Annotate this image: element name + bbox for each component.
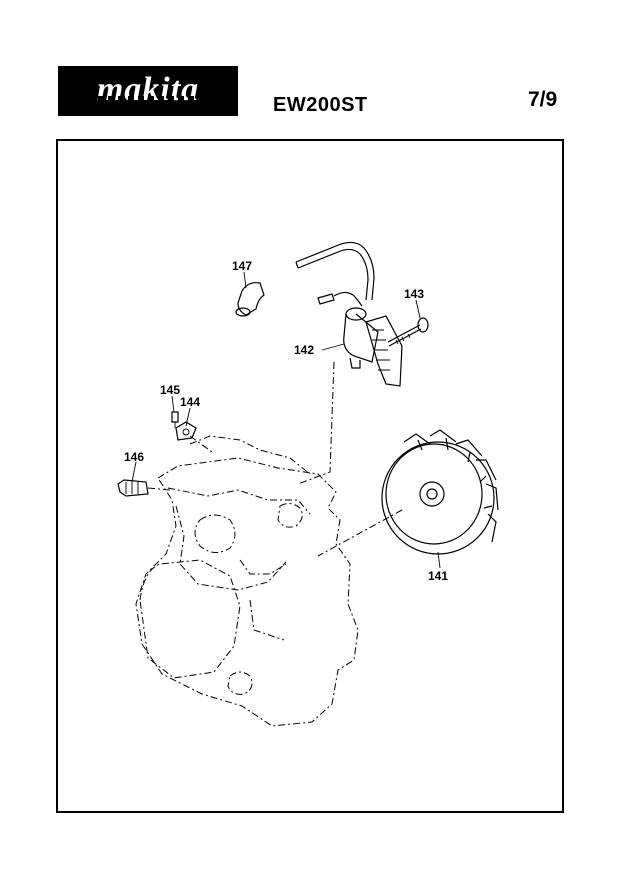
engine-block-outline [135, 435, 359, 727]
assembly-lines [147, 361, 403, 557]
bolt-143 [387, 317, 429, 347]
label-147: 147 [232, 259, 252, 273]
diagram-frame [56, 139, 564, 813]
screw-145 [171, 411, 179, 428]
label-144: 144 [180, 395, 200, 409]
label-146: 146 [124, 450, 144, 464]
part-labels: 147 142 143 145 144 146 141 [124, 259, 448, 583]
label-145: 145 [160, 383, 180, 397]
label-141: 141 [428, 569, 448, 583]
leader-lines [131, 271, 441, 569]
label-143: 143 [404, 287, 424, 301]
spark-plug-146 [117, 479, 149, 497]
flywheel-141 [381, 429, 499, 555]
model-number: EW200ST [273, 94, 368, 116]
ignition-coil-142 [317, 291, 403, 387]
spark-plug-cap-147 [235, 241, 375, 317]
bracket-144 [175, 421, 197, 441]
page-number: 7/9 [528, 88, 558, 111]
label-142: 142 [294, 343, 314, 357]
